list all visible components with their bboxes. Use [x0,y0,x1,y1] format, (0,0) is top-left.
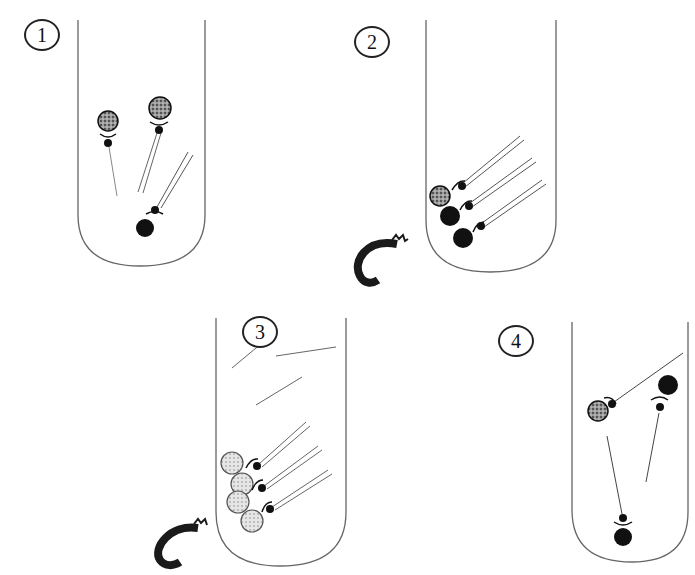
beads-tube-3 [221,343,336,532]
test-tube [572,322,688,562]
magnet [358,235,408,283]
beads-tube-1 [98,97,193,237]
test-tube [426,20,556,272]
beads-tube-2 [430,136,546,248]
test-tube [78,20,205,266]
beads-tube-4 [588,353,683,546]
callout-oval: 4 [498,325,534,357]
test-tube [216,318,346,566]
callout-number: 3 [255,322,265,342]
callout-oval: 1 [24,19,60,51]
test-tubes [78,20,688,566]
callout-number: 1 [37,25,47,45]
magnet [158,519,207,565]
callout-oval: 2 [354,26,390,58]
callout-oval: 3 [242,316,278,348]
callout-number: 4 [511,331,521,351]
callout-number: 2 [367,32,377,52]
